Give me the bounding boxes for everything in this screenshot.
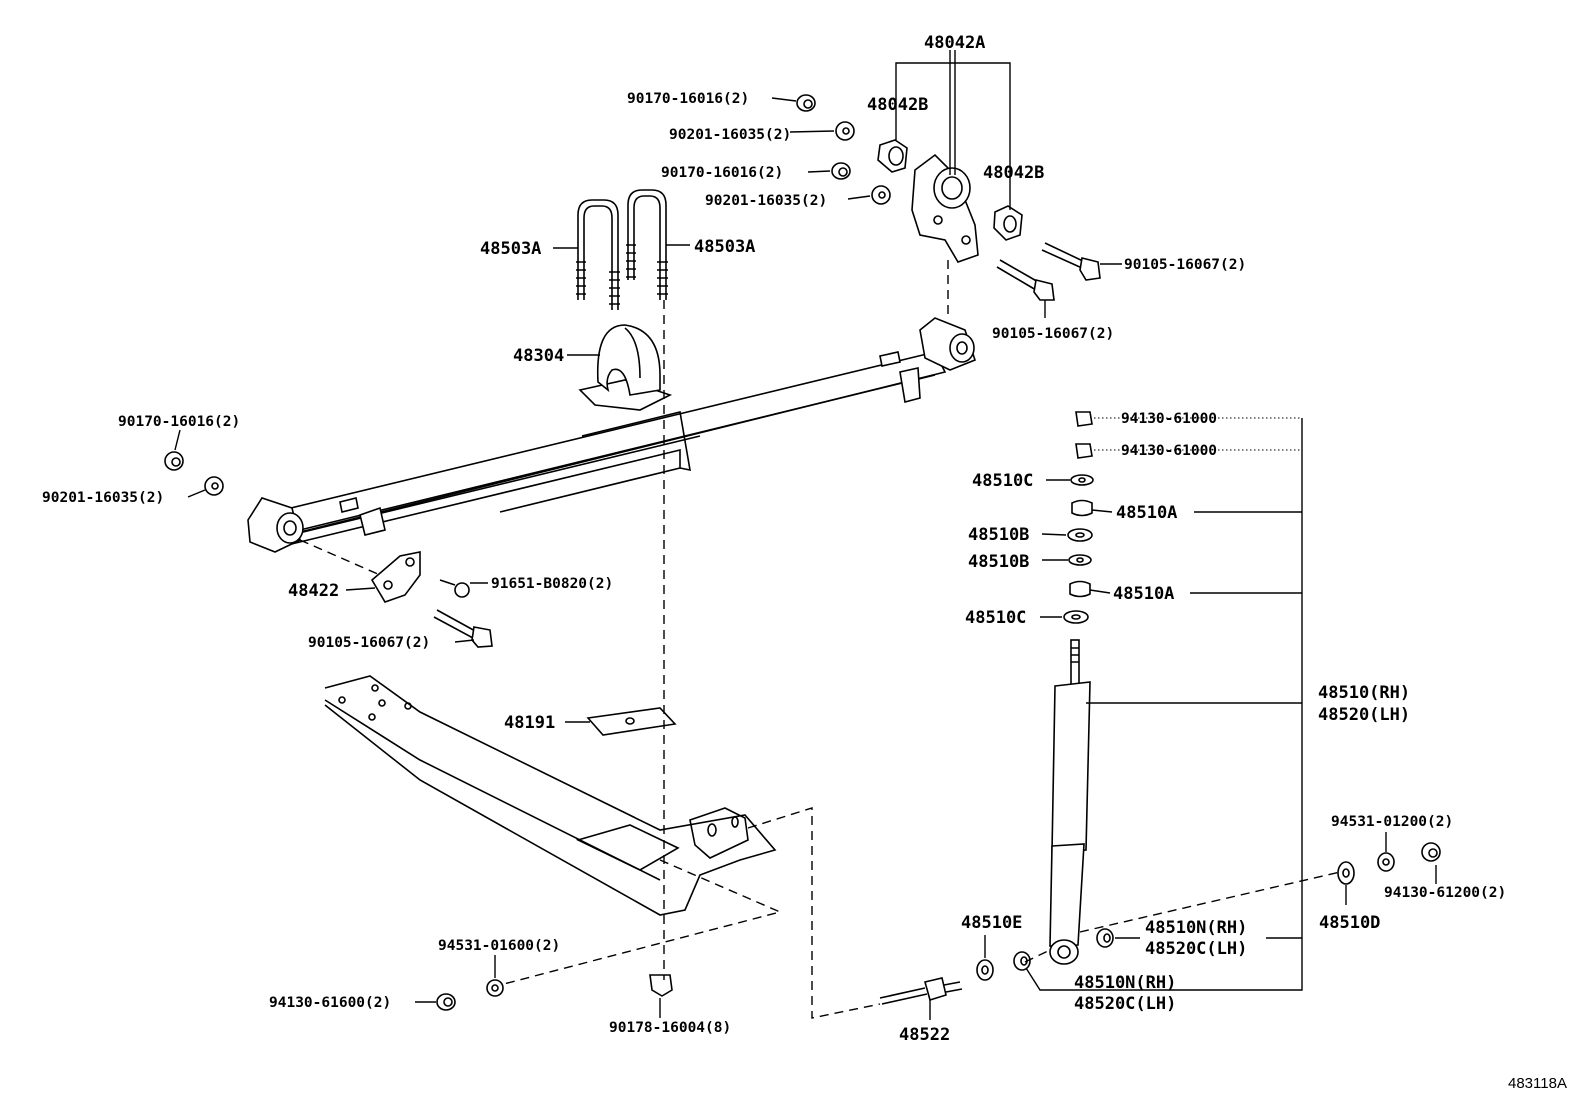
axle-housing bbox=[324, 675, 777, 916]
nut-94130-616 bbox=[436, 993, 456, 1011]
bolt-90105-c bbox=[433, 609, 493, 648]
label-48520C-LH-b: 48520C(LH) bbox=[1074, 994, 1176, 1014]
label-48191: 48191 bbox=[504, 713, 555, 733]
label-48042A: 48042A bbox=[924, 33, 985, 53]
bushing-48042B-left bbox=[877, 139, 908, 173]
label-48510D: 48510D bbox=[1319, 913, 1380, 933]
label-90170-16016-a: 90170-16016(2) bbox=[627, 91, 749, 107]
label-48422: 48422 bbox=[288, 581, 339, 601]
label-90105-16067-a: 90105-16067(2) bbox=[1124, 257, 1246, 273]
bolt-90105-b bbox=[996, 259, 1055, 301]
label-48510C-b: 48510C bbox=[965, 608, 1026, 628]
label-48510B-b: 48510B bbox=[968, 552, 1029, 572]
nut-90170-c bbox=[164, 451, 184, 471]
assembly-lines bbox=[299, 260, 1341, 1019]
label-94130-61000-a: 94130-61000 bbox=[1121, 411, 1217, 427]
label-94531-01600: 94531-01600(2) bbox=[438, 938, 560, 954]
nut-90170-a bbox=[796, 94, 816, 112]
u-bolt-left bbox=[576, 199, 620, 310]
label-90170-16016-c: 90170-16016(2) bbox=[118, 414, 240, 430]
label-94531-01200: 94531-01200(2) bbox=[1331, 814, 1453, 830]
shock-absorber bbox=[1049, 639, 1091, 965]
bushing-48510A-a bbox=[1071, 499, 1093, 517]
nut-94130-610-a bbox=[1075, 411, 1093, 427]
leaf-spring bbox=[261, 351, 947, 549]
shackle-48042A bbox=[911, 153, 979, 263]
label-48510N-RH-b: 48510N(RH) bbox=[1074, 973, 1176, 993]
label-94130-61000-b: 94130-61000 bbox=[1121, 443, 1217, 459]
spring-seat-48304 bbox=[578, 324, 673, 411]
bolt-90105-a bbox=[1041, 242, 1101, 281]
label-94130-61600: 94130-61600(2) bbox=[269, 995, 391, 1011]
bushing-48510A-b bbox=[1069, 580, 1091, 598]
label-48510-RH: 48510(RH) bbox=[1318, 683, 1410, 703]
label-48510E: 48510E bbox=[961, 913, 1022, 933]
stud-48522 bbox=[879, 977, 963, 1005]
label-90201-16035-b: 90201-16035(2) bbox=[705, 193, 827, 209]
washer-48510B-b bbox=[1068, 554, 1092, 566]
part-labels: 48042A 48042B 48042B 90170-16016(2) 9020… bbox=[42, 33, 1567, 1092]
label-90178-16004: 90178-16004(8) bbox=[609, 1020, 731, 1036]
label-48042B-right: 48042B bbox=[983, 163, 1044, 183]
bushing-48510N-a bbox=[1096, 928, 1114, 948]
label-48503A-left: 48503A bbox=[480, 239, 541, 259]
diagram-reference-id: 483118A bbox=[1508, 1075, 1567, 1092]
washer-90201-b bbox=[871, 185, 891, 205]
label-48520-LH: 48520(LH) bbox=[1318, 705, 1410, 725]
label-90170-16016-b: 90170-16016(2) bbox=[661, 165, 783, 181]
washer-48510D bbox=[1337, 861, 1355, 885]
bushing-48510N-b bbox=[1013, 951, 1031, 971]
label-48510C-a: 48510C bbox=[972, 471, 1033, 491]
washer-90201-a bbox=[835, 121, 855, 141]
label-90201-16035-c: 90201-16035(2) bbox=[42, 490, 164, 506]
washer-48510C-a bbox=[1070, 474, 1094, 486]
bracket-48422 bbox=[370, 551, 421, 603]
washer-48510B-a bbox=[1067, 528, 1093, 542]
u-bolt-right bbox=[626, 189, 668, 300]
pad-48191 bbox=[586, 707, 677, 736]
label-48510A-a: 48510A bbox=[1116, 503, 1177, 523]
washer-90201-c bbox=[204, 476, 224, 496]
washer-48510E bbox=[976, 959, 994, 981]
label-90201-16035-a: 90201-16035(2) bbox=[669, 127, 791, 143]
bushing-48042B-right bbox=[993, 205, 1023, 241]
label-90105-16067-c: 90105-16067(2) bbox=[308, 635, 430, 651]
nut-94130-612 bbox=[1421, 842, 1441, 862]
washer-94531-016 bbox=[486, 979, 504, 997]
label-48510B-a: 48510B bbox=[968, 525, 1029, 545]
washer-94531-012 bbox=[1377, 852, 1395, 872]
washer-48510C-b bbox=[1063, 610, 1089, 624]
leader-lines bbox=[174, 50, 1437, 1020]
spring-eye-rear bbox=[919, 317, 976, 371]
label-48520C-LH-a: 48520C(LH) bbox=[1145, 939, 1247, 959]
label-90105-16067-b: 90105-16067(2) bbox=[992, 326, 1114, 342]
nut-90178 bbox=[649, 974, 673, 997]
bolt-91651 bbox=[439, 579, 470, 598]
label-48304: 48304 bbox=[513, 346, 564, 366]
label-48042B-left: 48042B bbox=[867, 95, 928, 115]
label-48510A-b: 48510A bbox=[1113, 584, 1174, 604]
label-94130-61200: 94130-61200(2) bbox=[1384, 885, 1506, 901]
label-48510N-RH-a: 48510N(RH) bbox=[1145, 918, 1247, 938]
nut-90170-b bbox=[831, 162, 851, 180]
label-91651-B0820: 91651-B0820(2) bbox=[491, 576, 613, 592]
label-48503A-right: 48503A bbox=[694, 237, 755, 257]
spring-eye-front bbox=[247, 497, 304, 553]
nut-94130-610-b bbox=[1075, 443, 1093, 459]
label-48522: 48522 bbox=[899, 1025, 950, 1045]
